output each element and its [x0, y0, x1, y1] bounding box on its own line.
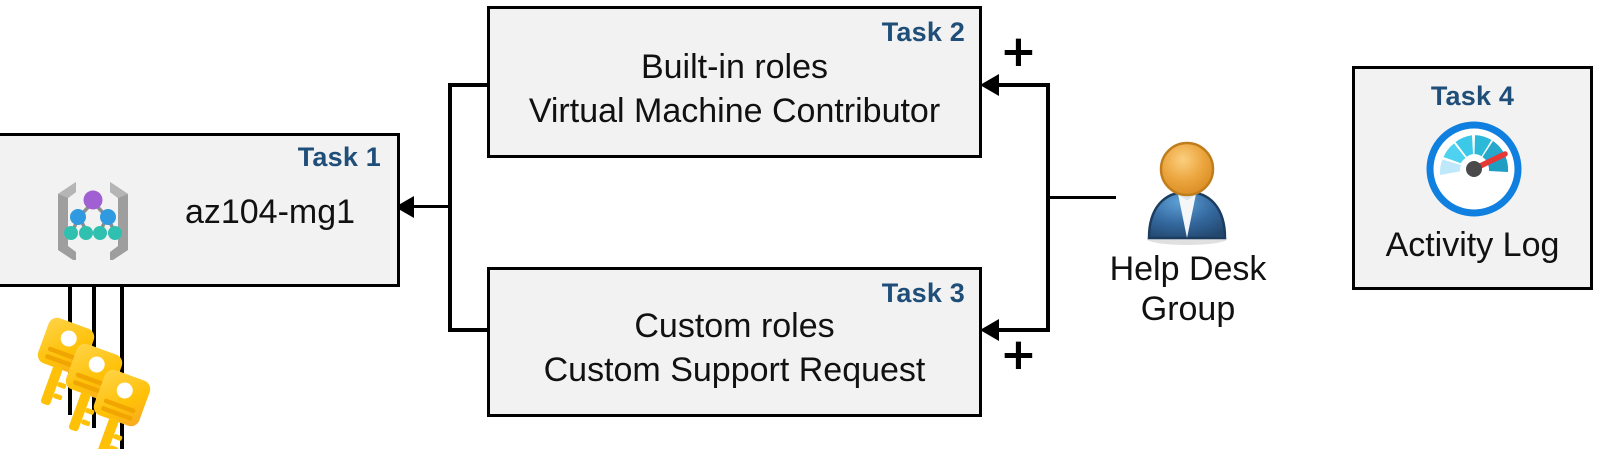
task3-box[interactable]: Task 3 Custom roles Custom Support Reque… [487, 267, 982, 417]
arrowhead-into-task3 [980, 319, 999, 341]
task2-text-line1: Built-in roles [640, 48, 829, 86]
help-desk-caption-line1: Help Desk [1109, 250, 1267, 288]
keys-icon [32, 310, 162, 449]
connector-roles-spine [448, 85, 452, 332]
task3-text-line1: Custom roles [634, 307, 835, 345]
user-group-icon [1131, 136, 1243, 248]
connector-spine-to-task3 [988, 328, 1048, 332]
task1-box[interactable]: Task 1 [0, 133, 400, 287]
connector-spine-to-task2 [988, 83, 1048, 87]
task4-box[interactable]: Task 4 Activity Log [1352, 66, 1593, 290]
connector-task2-to-spine [448, 83, 490, 87]
task2-label: Task 2 [881, 17, 965, 47]
plus-operator-bottom: + [1000, 329, 1037, 380]
task3-label: Task 3 [881, 278, 965, 308]
arrowhead-into-task2 [980, 74, 999, 96]
activity-log-gauge-icon [1426, 121, 1522, 217]
task2-box[interactable]: Task 2 Built-in roles Virtual Machine Co… [487, 6, 982, 158]
connector-task3-to-spine [448, 328, 490, 332]
help-desk-caption-line2: Group [1140, 290, 1236, 328]
task4-text-line1: Activity Log [1385, 226, 1560, 264]
connector-helpdesk-spine [1046, 83, 1050, 332]
connector-key-3 [120, 255, 124, 449]
task2-text-line2: Virtual Machine Contributor [528, 92, 941, 130]
task4-label: Task 4 [1430, 81, 1515, 111]
task1-text-line1: az104-mg1 [184, 193, 356, 231]
connector-helpdesk-to-spine [1046, 196, 1116, 199]
task3-text-line2: Custom Support Request [543, 351, 926, 389]
plus-operator-top: + [1000, 26, 1037, 77]
management-group-icon [46, 172, 140, 262]
task1-label: Task 1 [297, 142, 381, 172]
connector-spine-to-task1 [401, 205, 450, 208]
